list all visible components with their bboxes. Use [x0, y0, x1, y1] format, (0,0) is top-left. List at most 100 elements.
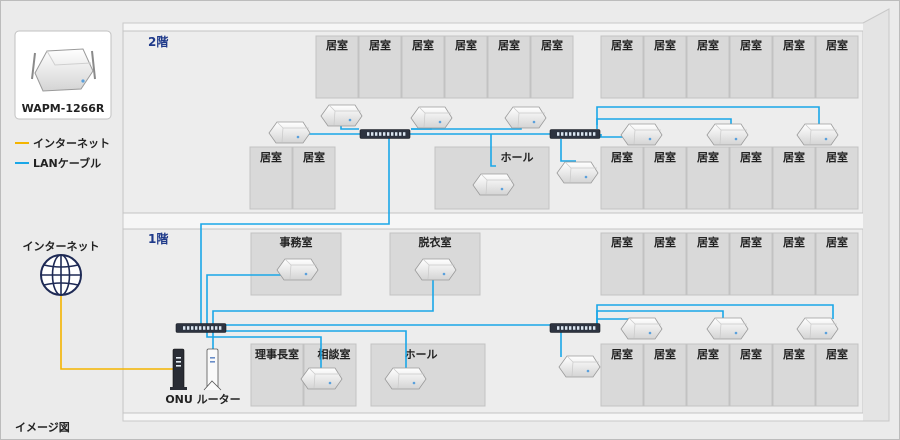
building-side-wall	[862, 8, 890, 422]
svg-text:居室: 居室	[697, 347, 719, 361]
floor-2-label: 2階	[148, 34, 168, 49]
svg-text:居室: 居室	[826, 150, 848, 164]
svg-text:居室: 居室	[783, 150, 805, 164]
svg-text:居室: 居室	[740, 347, 762, 361]
globe-icon	[40, 254, 82, 296]
room-bedroom: 居室	[815, 35, 859, 99]
svg-text:相談室: 相談室	[318, 347, 351, 361]
svg-text:居室: 居室	[303, 150, 325, 164]
room-bedroom: 居室	[600, 146, 644, 210]
room-bedroom: 居室	[643, 343, 687, 407]
svg-text:居室: 居室	[654, 235, 676, 249]
floor-2-rooms: 居室 居室 居室 居室 居室 居室 居室 居室 居室 居室 居室 居室 居室 居…	[249, 35, 859, 210]
room-bedroom: 居室	[815, 343, 859, 407]
svg-text:居室: 居室	[783, 347, 805, 361]
room-bedroom: 居室	[772, 35, 816, 99]
room-bedroom: 居室	[401, 35, 445, 99]
svg-text:事務室: 事務室	[280, 235, 313, 249]
room-bedroom: 居室	[729, 232, 773, 296]
room-bedroom: 居室	[643, 35, 687, 99]
svg-text:居室: 居室	[740, 150, 762, 164]
room-bedroom: 居室	[815, 146, 859, 210]
room-bedroom: 居室	[530, 35, 574, 99]
room-bedroom: 居室	[729, 35, 773, 99]
access-point-icon	[410, 106, 453, 129]
access-point-icon	[620, 317, 663, 340]
svg-text:居室: 居室	[260, 150, 282, 164]
switch-icon	[175, 323, 227, 333]
svg-text:居室: 居室	[697, 235, 719, 249]
svg-text:居室: 居室	[611, 150, 633, 164]
svg-text:ホール: ホール	[501, 151, 534, 164]
svg-text:ホール: ホール	[405, 348, 438, 361]
svg-text:インターネット: インターネット	[33, 137, 110, 150]
access-point-icon	[620, 123, 663, 146]
access-point-icon	[320, 104, 363, 127]
room-bedroom: 居室	[444, 35, 488, 99]
room-bedroom: 居室	[815, 232, 859, 296]
internet-cable	[60, 291, 174, 370]
room-bedroom: 居室	[686, 232, 730, 296]
room-bedroom: 居室	[772, 146, 816, 210]
router-icon	[203, 348, 222, 391]
room-bedroom: 居室	[358, 35, 402, 99]
svg-text:LANケーブル: LANケーブル	[33, 156, 101, 170]
svg-text:居室: 居室	[455, 38, 477, 52]
access-point-icon	[796, 123, 839, 146]
floor-1-rooms: 事務室 脱衣室 居室 居室 居室 居室 居室 居室 理事長室 相談室 ホール 居…	[250, 232, 859, 407]
access-point-icon	[268, 121, 311, 144]
room-bedroom: 居室	[686, 35, 730, 99]
access-point-icon	[414, 258, 457, 281]
svg-text:居室: 居室	[369, 38, 391, 52]
room-bedroom: 居室	[643, 146, 687, 210]
image-note: イメージ図	[15, 420, 70, 434]
room-bedroom: 居室	[249, 146, 293, 210]
svg-text:居室: 居室	[826, 347, 848, 361]
room-bedroom: 居室	[315, 35, 359, 99]
onu-icon	[170, 348, 187, 390]
room-bedroom: 居室	[686, 146, 730, 210]
svg-text:居室: 居室	[697, 150, 719, 164]
room-director: 理事長室	[250, 343, 304, 407]
svg-text:居室: 居室	[654, 38, 676, 52]
svg-text:脱衣室: 脱衣室	[419, 235, 452, 249]
svg-text:居室: 居室	[826, 235, 848, 249]
room-bedroom: 居室	[772, 232, 816, 296]
switch-icon	[549, 323, 601, 333]
room-bedroom: 居室	[686, 343, 730, 407]
access-point-icon	[706, 123, 749, 146]
legend-internet: インターネット	[15, 137, 110, 150]
access-point-icon	[300, 367, 343, 390]
room-bedroom: 居室	[729, 146, 773, 210]
product-image	[31, 48, 96, 92]
svg-text:居室: 居室	[611, 235, 633, 249]
svg-text:居室: 居室	[740, 38, 762, 52]
room-bedroom: 居室	[292, 146, 336, 210]
svg-text:居室: 居室	[611, 38, 633, 52]
access-point-icon	[706, 317, 749, 340]
svg-text:居室: 居室	[611, 347, 633, 361]
room-bedroom: 居室	[600, 343, 644, 407]
access-point-icon	[384, 367, 427, 390]
room-bedroom: 居室	[600, 232, 644, 296]
room-bedroom: 居室	[487, 35, 531, 99]
switch-icon	[359, 129, 411, 139]
product-name: WAPM-1266R	[22, 102, 105, 115]
svg-text:居室: 居室	[412, 38, 434, 52]
room-bedroom: 居室	[643, 232, 687, 296]
access-point-icon	[796, 317, 839, 340]
legend-lan: LANケーブル	[15, 156, 101, 170]
svg-text:居室: 居室	[783, 38, 805, 52]
svg-text:理事長室: 理事長室	[255, 347, 299, 361]
access-point-icon	[472, 173, 515, 196]
floor-1-label: 1階	[148, 231, 168, 246]
svg-text:居室: 居室	[541, 38, 563, 52]
svg-text:居室: 居室	[697, 38, 719, 52]
svg-text:居室: 居室	[326, 38, 348, 52]
room-bedroom: 居室	[600, 35, 644, 99]
internet-cloud-label: インターネット	[23, 240, 100, 253]
svg-text:居室: 居室	[654, 347, 676, 361]
svg-text:居室: 居室	[498, 38, 520, 52]
room-changing-room: 脱衣室	[389, 232, 481, 296]
